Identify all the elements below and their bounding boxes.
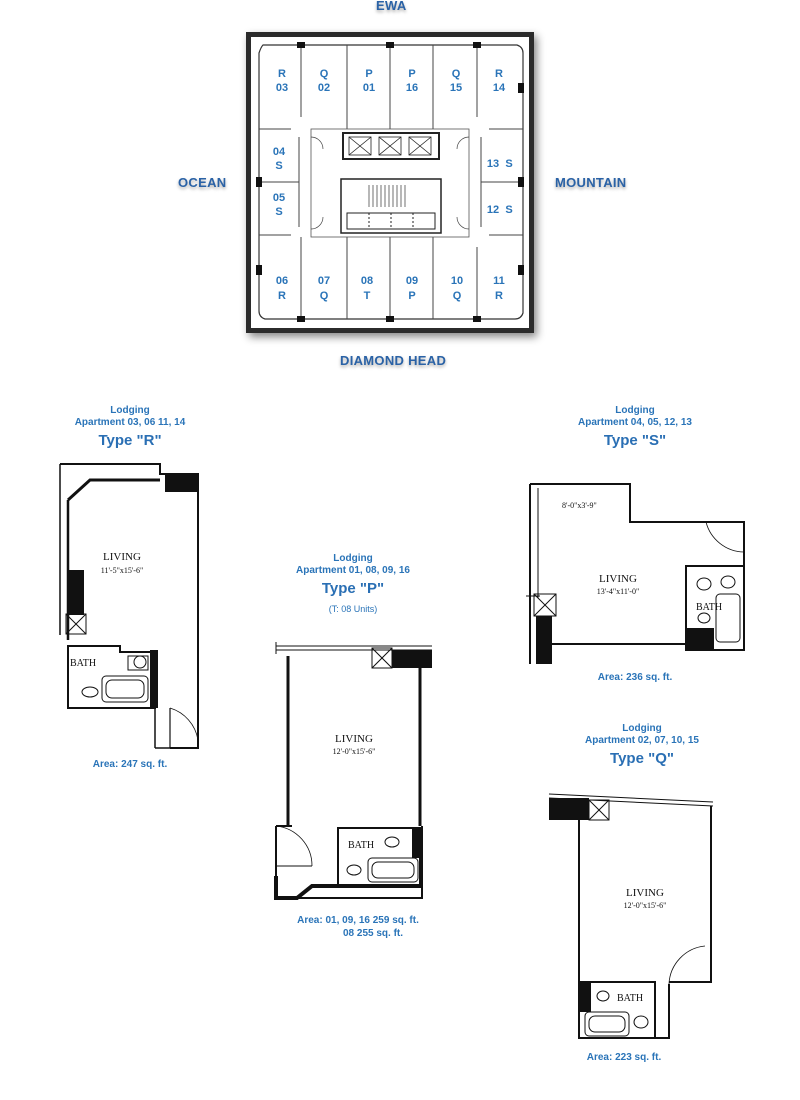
unit-type-top-4: P	[408, 68, 415, 80]
compass-north-label: EWA	[376, 0, 407, 13]
type-r-living-dim: 11'-5"x15'-6"	[101, 566, 143, 575]
unit-type-bottom-6: R	[495, 290, 503, 302]
compass-west-label: OCEAN	[178, 175, 227, 190]
type-q-living-dim: 12'-0"x15'-6"	[624, 901, 667, 910]
type-q-living-label: LIVING	[626, 887, 664, 899]
type-s-bath-label: BATH	[696, 602, 722, 613]
unit-type-top-1: R	[278, 68, 286, 80]
type-p-area-line1: Area: 01, 09, 16 259 sq. ft.	[297, 915, 419, 926]
type-s-plan: 8'-0"x3'-9" LIVING 13'-4"x11'-0" BATH	[526, 483, 745, 664]
type-q-caption: Lodging Apartment 02, 07, 10, 15 Type "Q…	[562, 723, 722, 767]
unit-number-bottom-2: 07	[318, 275, 330, 287]
type-s-area: Area: 236 sq. ft.	[597, 672, 673, 683]
unit-type-left-2: S	[275, 206, 282, 218]
unit-number-left-2: 05	[273, 192, 285, 204]
unit-number-bottom-1: 06	[276, 275, 288, 287]
unit-type-bottom-3: T	[364, 290, 371, 302]
type-p-bath-label: BATH	[348, 840, 374, 851]
type-q-apartments: Apartment 02, 07, 10, 15	[585, 735, 699, 746]
type-r-area: Area: 247 sq. ft.	[92, 759, 168, 770]
type-r-bath-label: BATH	[70, 658, 96, 669]
unit-type-top-2: Q	[320, 68, 329, 80]
floor-plan-drawing: R 03 Q 02 P 01 P 16 Q 15 R 14 04 S 05 S …	[256, 42, 524, 322]
type-s-living-label: LIVING	[599, 573, 637, 585]
unit-number-top-3: 01	[363, 82, 375, 94]
unit-type-bottom-2: Q	[320, 290, 329, 302]
unit-type-bottom-1: R	[278, 290, 286, 302]
unit-type-right-1: S	[505, 158, 512, 170]
unit-number-left-1: 04	[273, 146, 286, 158]
type-s-alcove-dim: 8'-0"x3'-9"	[562, 501, 597, 510]
unit-number-top-6: 14	[493, 82, 506, 94]
unit-type-top-6: R	[495, 68, 503, 80]
type-p-apartments: Apartment 01, 08, 09, 16	[296, 565, 410, 576]
type-r-plan: LIVING 11'-5"x15'-6" BATH	[59, 463, 199, 749]
unit-number-top-4: 16	[406, 82, 418, 94]
unit-type-top-5: Q	[452, 68, 461, 80]
type-p-note: (T: 08 Units)	[328, 604, 378, 614]
unit-type-bottom-5: Q	[453, 290, 462, 302]
unit-number-bottom-4: 09	[406, 275, 418, 287]
type-q-area: Area: 223 sq. ft.	[586, 1052, 662, 1063]
unit-number-bottom-6: 11	[493, 275, 505, 287]
unit-number-top-1: 03	[276, 82, 288, 94]
compass-south-label: DIAMOND HEAD	[340, 353, 447, 368]
unit-type-bottom-4: P	[408, 290, 415, 302]
unit-type-left-1: S	[275, 160, 282, 172]
type-q-plan: LIVING 12'-0"x15'-6" BATH	[548, 793, 714, 1039]
type-r-title: Type "R"	[98, 432, 162, 449]
unit-number-right-1: 13	[487, 158, 499, 170]
type-r-living-label: LIVING	[103, 551, 141, 563]
unit-number-top-5: 15	[450, 82, 462, 94]
type-q-heading: Lodging	[622, 723, 662, 734]
type-s-living-dim: 13'-4"x11'-0"	[597, 587, 639, 596]
type-p-caption: Lodging Apartment 01, 08, 09, 16 Type "P…	[273, 553, 433, 615]
unit-number-right-2: 12	[487, 204, 499, 216]
floor-plan-frame: R 03 Q 02 P 01 P 16 Q 15 R 14 04 S 05 S …	[246, 32, 534, 333]
type-p-area: Area: 01, 09, 16 259 sq. ft. 08 255 sq. …	[268, 914, 448, 940]
type-p-living-label: LIVING	[335, 733, 373, 745]
type-q-bath-label: BATH	[617, 993, 643, 1004]
compass-east-label: MOUNTAIN	[555, 175, 627, 190]
type-s-heading: Lodging	[615, 405, 655, 416]
type-s-apartments: Apartment 04, 05, 12, 13	[578, 417, 692, 428]
type-p-area-line2: 08 255 sq. ft.	[342, 928, 404, 939]
type-s-caption: Lodging Apartment 04, 05, 12, 13 Type "S…	[555, 405, 715, 449]
type-s-title: Type "S"	[603, 432, 667, 449]
type-q-title: Type "Q"	[610, 750, 674, 767]
unit-number-top-2: 02	[318, 82, 330, 94]
type-r-apartments: Apartment 03, 06 11, 14	[74, 417, 186, 428]
type-p-plan: LIVING 12'-0"x15'-6" BATH	[274, 642, 432, 900]
unit-number-bottom-5: 10	[451, 275, 463, 287]
unit-type-top-3: P	[365, 68, 372, 80]
type-p-title: Type "P"	[321, 580, 385, 597]
type-p-heading: Lodging	[333, 553, 373, 564]
type-p-living-dim: 12'-0"x15'-6"	[333, 747, 376, 756]
type-r-heading: Lodging	[110, 405, 150, 416]
unit-number-bottom-3: 08	[361, 275, 373, 287]
unit-type-right-2: S	[505, 204, 512, 216]
type-r-caption: Lodging Apartment 03, 06 11, 14 Type "R"	[50, 405, 210, 449]
